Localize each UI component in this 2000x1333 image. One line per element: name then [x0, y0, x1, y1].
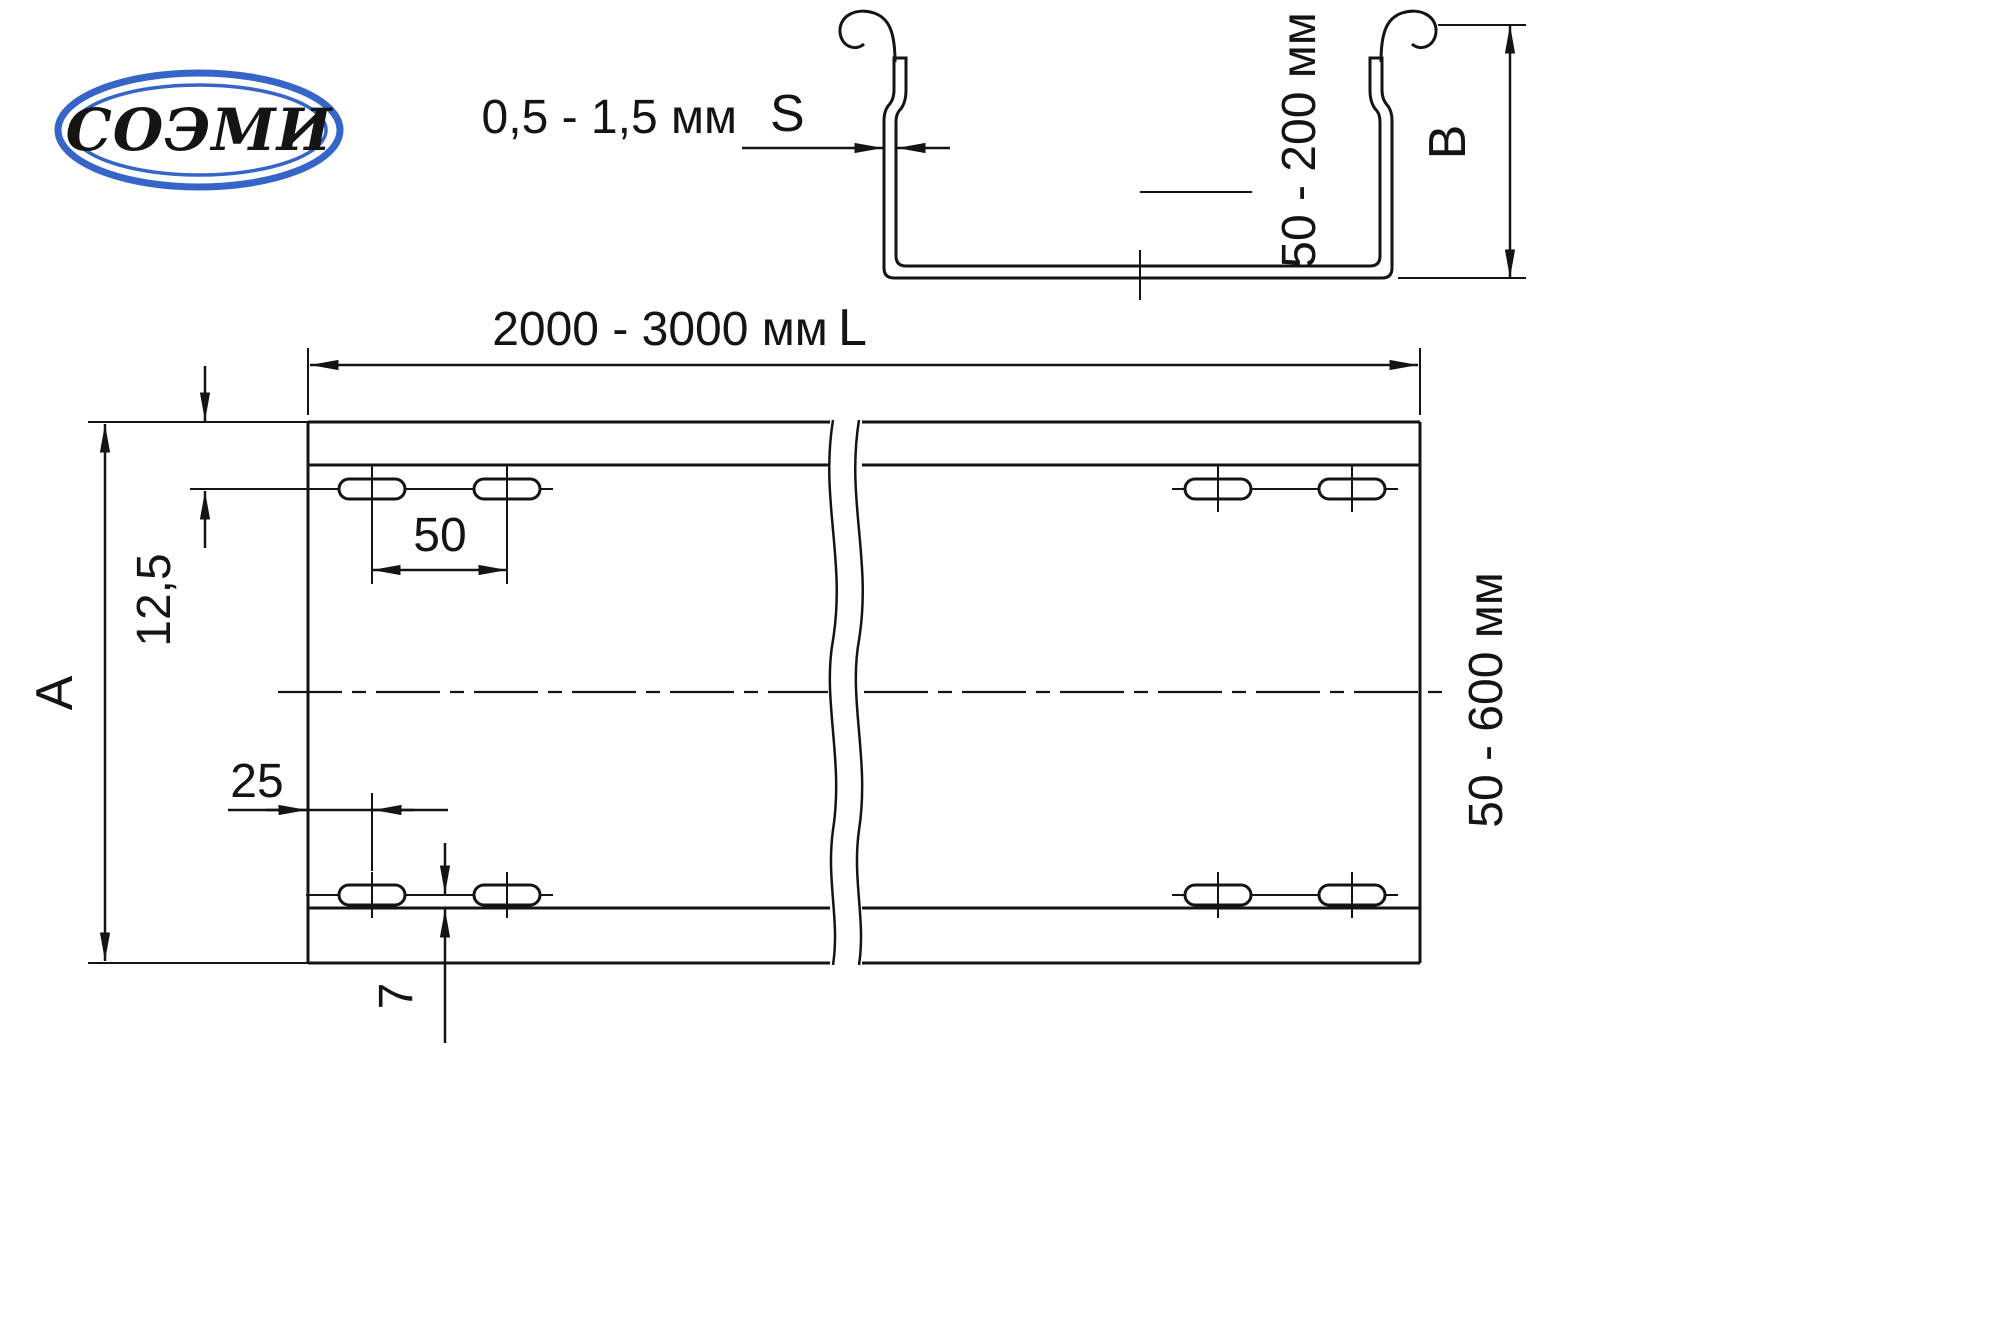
- thickness-range-label: 0,5 - 1,5 мм: [482, 91, 737, 144]
- right-edge-hook: [1379, 9, 1438, 63]
- break-line-left: [828, 419, 838, 966]
- plan-width-range-label: 50 - 600 мм: [1460, 572, 1513, 827]
- slot-pitch-dimension: 50: [371, 502, 508, 584]
- edge-to-first-slot-label: 25: [230, 755, 283, 808]
- plan-view: 2000 - 3000 мм L A 12,5 50: [26, 299, 1513, 1043]
- edge-to-slot-label: 12,5: [128, 553, 181, 646]
- thickness-dimension: 0,5 - 1,5 мм S: [482, 85, 950, 154]
- length-range-label: 2000 - 3000 мм: [492, 303, 828, 356]
- channel-profile-outline: [882, 56, 1394, 280]
- length-dimension: 2000 - 3000 мм L: [307, 299, 1421, 415]
- section-height-symbol-label: B: [1419, 125, 1477, 160]
- tray-outline: [278, 419, 1448, 966]
- section-height-range-label: 50 - 200 мм: [1273, 12, 1326, 267]
- slot-row-to-fold-dimension: 7: [370, 843, 451, 1043]
- logo-text: СОЭМИ: [66, 96, 334, 164]
- edge-to-slot-dimension: 12,5: [128, 366, 211, 647]
- logo: СОЭМИ: [54, 69, 344, 191]
- logo-inner-ellipse: [70, 83, 328, 177]
- width-dimension: A: [26, 421, 308, 964]
- length-symbol-label: L: [838, 299, 867, 357]
- slot-pitch-label: 50: [413, 509, 466, 562]
- section-height-dimension: 50 - 200 мм B: [1273, 12, 1526, 279]
- edge-to-first-slot-dimension: 25: [228, 755, 448, 871]
- cross-section-view: 0,5 - 1,5 мм S 50 - 200 мм B: [482, 9, 1526, 300]
- left-edge-hook: [838, 9, 897, 63]
- slot-holes: [337, 466, 1387, 918]
- width-symbol-label: A: [26, 675, 84, 710]
- logo-outer-ellipse: [54, 69, 344, 191]
- thickness-symbol-label: S: [770, 85, 805, 143]
- slot-row-to-fold-label: 7: [370, 983, 423, 1010]
- break-line-right: [854, 419, 864, 966]
